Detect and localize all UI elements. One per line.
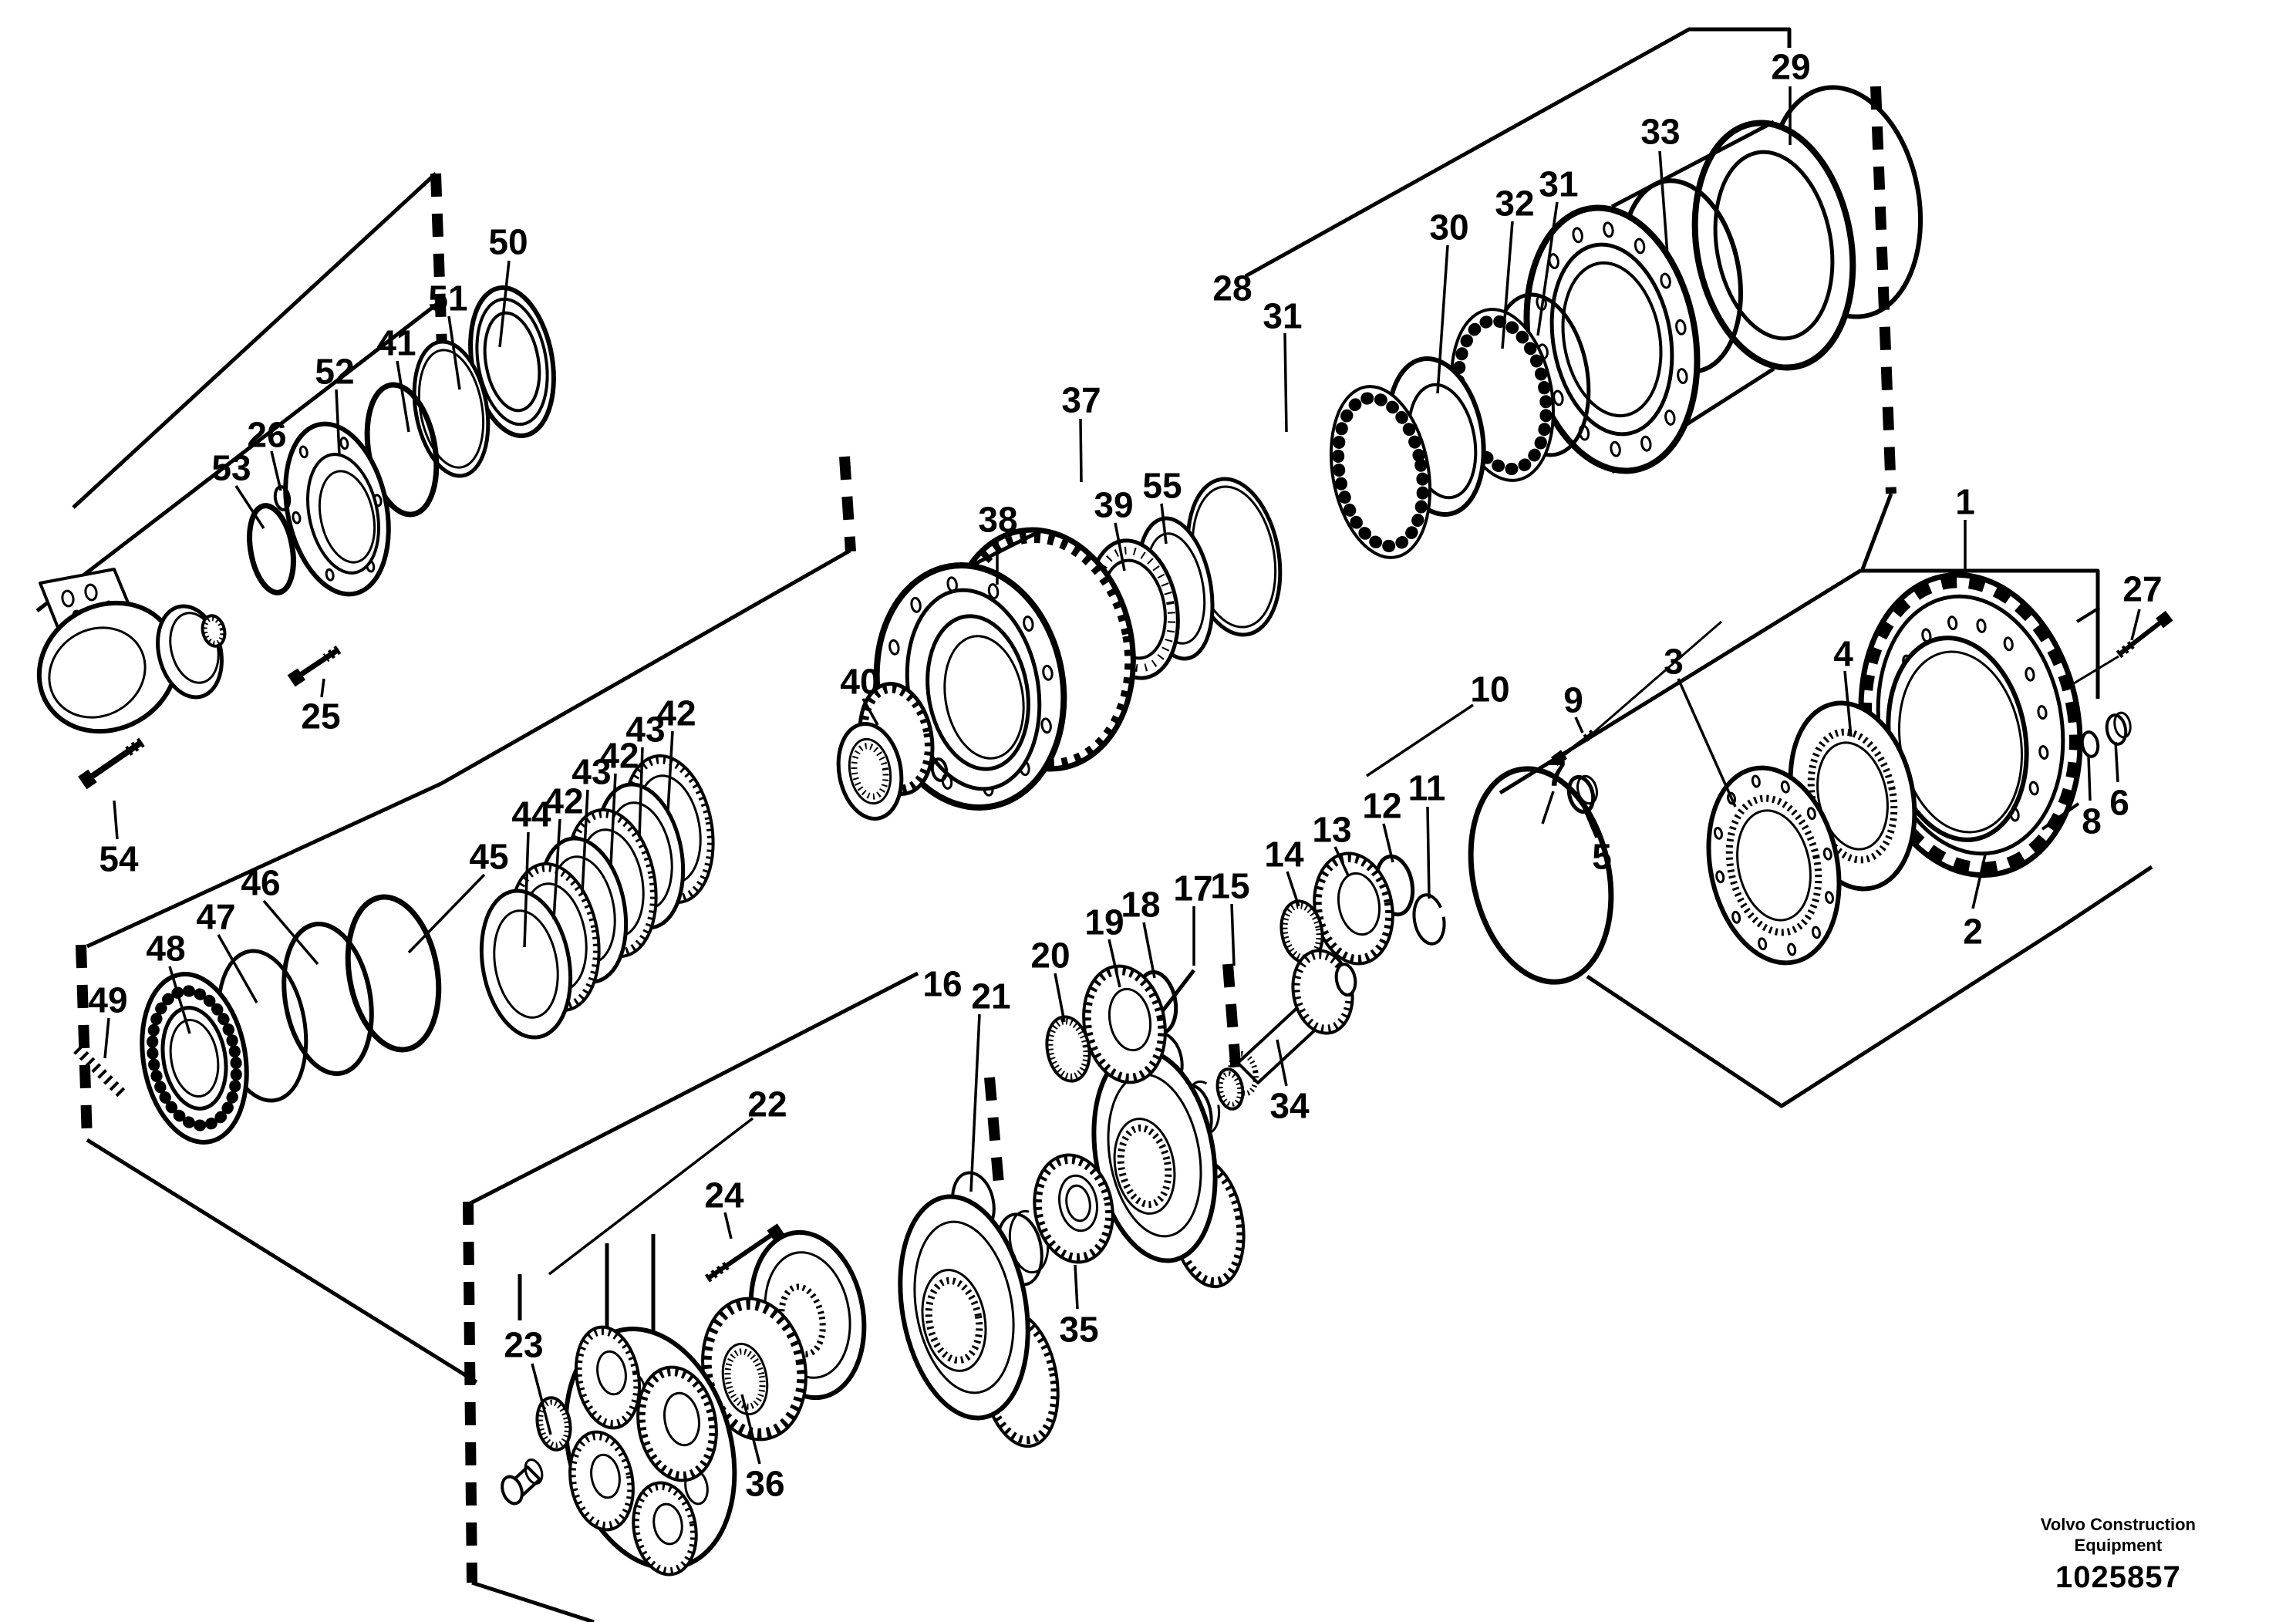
seal-50 — [468, 285, 556, 438]
spring-49 — [73, 1045, 129, 1101]
part-label-40: 40 — [840, 662, 879, 702]
drum-first-stage — [898, 1171, 1060, 1448]
part-label-42: 42 — [656, 693, 696, 733]
gear-35 — [1033, 1153, 1114, 1264]
part-label-55: 55 — [1142, 466, 1182, 506]
o-ring-small-38 — [930, 757, 949, 782]
part-label-12: 12 — [1362, 786, 1401, 826]
plate-44 — [479, 889, 573, 1040]
hub-38 — [873, 527, 1136, 811]
bolt-9 — [1550, 620, 1722, 767]
ring-45 — [345, 894, 442, 1053]
part-label-44: 44 — [511, 794, 551, 835]
spline-stub-2 — [1215, 1067, 1245, 1111]
part-label-51: 51 — [428, 278, 467, 319]
part-label-33: 33 — [1640, 112, 1680, 152]
part-label-30: 30 — [1429, 207, 1468, 248]
part-label-15: 15 — [1210, 866, 1249, 906]
part-label-13: 13 — [1312, 810, 1351, 850]
part-label-2: 2 — [1963, 912, 1983, 952]
shaft-34 — [1228, 949, 1357, 1097]
part-label-42: 42 — [599, 736, 639, 776]
part-label-43: 43 — [625, 710, 665, 750]
part-label-10: 10 — [1470, 669, 1509, 710]
part-label-41: 41 — [376, 323, 416, 363]
part-label-47: 47 — [196, 897, 235, 937]
coupling-disc-3 — [1706, 765, 1842, 966]
part-label-34: 34 — [1269, 1086, 1310, 1126]
part-label-26: 26 — [247, 415, 286, 455]
washer-8 — [2080, 730, 2100, 758]
part-label-54: 54 — [99, 839, 139, 879]
part-label-8: 8 — [2082, 801, 2102, 841]
part-label-9: 9 — [1563, 680, 1583, 720]
part-label-35: 35 — [1059, 1310, 1098, 1350]
bolt-54 — [78, 737, 145, 790]
part-label-39: 39 — [1094, 485, 1133, 525]
part-label-24: 24 — [704, 1175, 744, 1216]
bolt-24 — [704, 1223, 784, 1283]
part-label-43: 43 — [571, 752, 611, 792]
gear-40 — [836, 682, 935, 821]
part-label-52: 52 — [315, 352, 354, 392]
part-label-29: 29 — [1771, 47, 1810, 87]
part-label-5: 5 — [1592, 837, 1612, 877]
part-label-38: 38 — [978, 500, 1017, 540]
part-label-1: 1 — [1955, 482, 1975, 522]
o-ring-7 — [1468, 766, 1614, 985]
part-label-22: 22 — [747, 1084, 787, 1125]
part-label-50: 50 — [488, 222, 528, 262]
part-label-21: 21 — [971, 976, 1010, 1017]
part-label-3: 3 — [1664, 642, 1684, 682]
ring-46 — [282, 922, 374, 1076]
part-label-7: 7 — [1546, 754, 1566, 794]
part-label-53: 53 — [211, 448, 251, 488]
pin-23 — [501, 1458, 544, 1506]
part-label-4: 4 — [1833, 634, 1853, 674]
plug-5 — [1566, 774, 1598, 814]
part-label-49: 49 — [88, 980, 127, 1020]
part-label-36: 36 — [745, 1464, 784, 1504]
publisher-name-line2: Equipment — [2074, 1536, 2163, 1555]
part-label-19: 19 — [1084, 902, 1124, 943]
part-label-20: 20 — [1030, 936, 1070, 976]
part-label-31: 31 — [1539, 164, 1578, 204]
planet-carrier-22 — [563, 1325, 737, 1576]
o-ring-53 — [247, 503, 296, 595]
cover-52 — [283, 421, 391, 597]
part-label-37: 37 — [1061, 380, 1101, 420]
part-label-27: 27 — [2122, 569, 2162, 609]
part-label-18: 18 — [1121, 885, 1160, 925]
drum-second-stage — [1091, 1031, 1246, 1289]
gear-13 — [1313, 851, 1394, 966]
leader-lines — [103, 86, 2141, 1465]
part-label-6: 6 — [2109, 783, 2129, 823]
part-label-11: 11 — [1408, 768, 1446, 808]
sleeve-6 — [2105, 711, 2132, 746]
ball-ring-31b — [1329, 385, 1432, 559]
part-label-28: 28 — [1212, 268, 1252, 309]
part-label-48: 48 — [146, 929, 185, 969]
part-label-31: 31 — [1263, 296, 1302, 336]
part-label-16: 16 — [922, 964, 962, 1004]
bolt-25 — [287, 646, 342, 687]
publisher-name-line1: Volvo Construction — [2040, 1515, 2196, 1534]
snap-ring-11 — [1412, 893, 1446, 946]
bearing-48 — [140, 972, 249, 1145]
part-label-25: 25 — [301, 696, 340, 737]
part-label-17: 17 — [1173, 868, 1212, 909]
figure-number: 1025857 — [2055, 1560, 2181, 1594]
part-label-46: 46 — [241, 863, 280, 903]
part-label-32: 32 — [1495, 184, 1534, 224]
part-label-45: 45 — [469, 837, 508, 877]
hydraulic-motor — [36, 568, 227, 734]
part-label-42: 42 — [544, 781, 583, 821]
drawing-footer: Volvo Construction Equipment 1025857 — [2041, 1514, 2196, 1595]
part-label-23: 23 — [504, 1325, 543, 1365]
part-label-14: 14 — [1264, 835, 1304, 875]
